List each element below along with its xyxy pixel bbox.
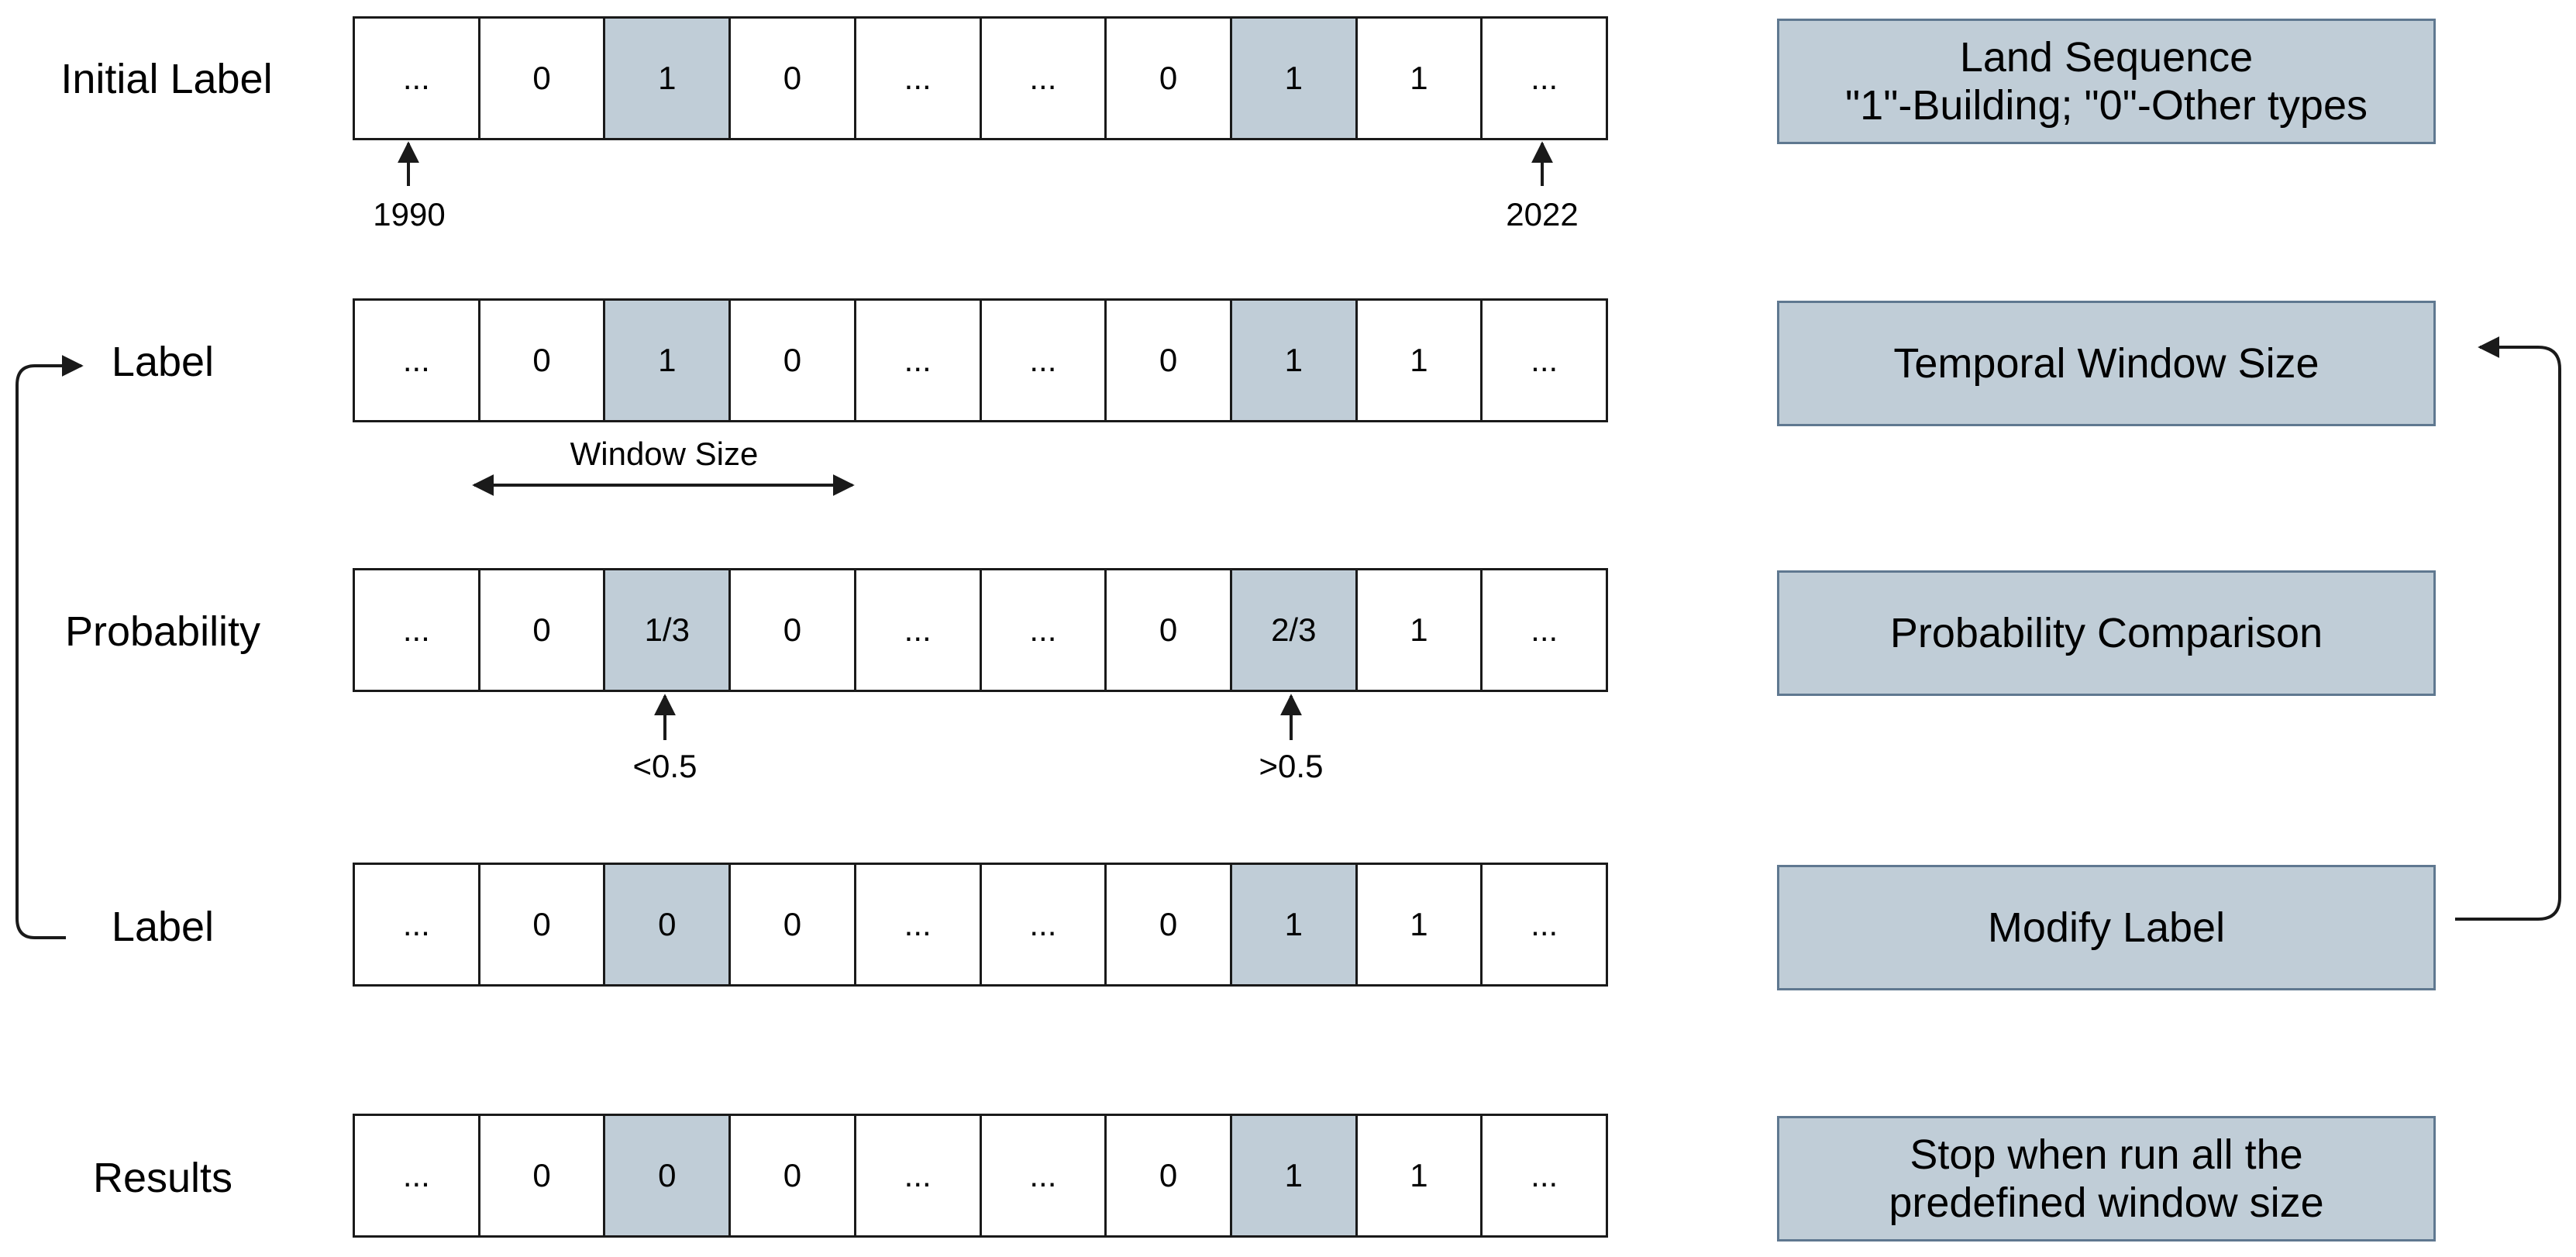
sequence-cell: 0 xyxy=(731,1116,856,1235)
sequence-cell: 0 xyxy=(480,865,606,984)
sequence-cell: ... xyxy=(856,570,982,690)
sequence-cell: ... xyxy=(982,865,1107,984)
sequence-cell: 1/3 xyxy=(605,570,732,690)
side-box-probability-comparison: Probability Comparison xyxy=(1777,570,2436,696)
side-box-temporal-window-size: Temporal Window Size xyxy=(1777,301,2436,426)
sequence-cell: ... xyxy=(982,570,1107,690)
sequence-cell: ... xyxy=(1531,342,1558,378)
sequence-cell: 0 xyxy=(731,865,856,984)
sequence-cell: 1 xyxy=(1358,19,1483,138)
sequence-cell: ... xyxy=(1531,60,1558,96)
window-size-label: Window Size xyxy=(570,436,759,472)
sequence-cell: 1 xyxy=(1358,301,1483,420)
sequence-cell: 0 xyxy=(1107,865,1232,984)
sequence-cell: ... xyxy=(856,865,982,984)
left-loop-arrow xyxy=(15,355,84,939)
sequence-cell: ... xyxy=(355,570,480,690)
sequence-cell: 0 xyxy=(731,301,856,420)
less-than-label: <0.5 xyxy=(632,748,697,784)
sequence-cell: 1 xyxy=(605,301,732,420)
side-box-land-sequence: Land Sequence "1"-Building; "0"-Other ty… xyxy=(1777,19,2436,144)
row-label-probability: Probability xyxy=(64,608,261,655)
sequence-cell: 0 xyxy=(605,1116,732,1235)
side-box-probability-comparison-text: Probability Comparison xyxy=(1889,610,2323,656)
sequence-cell: 1 xyxy=(1358,570,1483,690)
side-box-temporal-window-size-text: Temporal Window Size xyxy=(1893,340,2319,387)
side-box-stop-condition: Stop when run all the predefined window … xyxy=(1777,1116,2436,1242)
row-label-results: Results xyxy=(92,1155,233,1201)
sequence-cell: 0 xyxy=(731,570,856,690)
sequence-cell: 0 xyxy=(480,19,606,138)
end-year-label: 2022 xyxy=(1506,196,1579,232)
side-box-stop-condition-line-2: predefined window size xyxy=(1889,1180,2324,1226)
row-label-label-2: Label xyxy=(111,904,215,950)
sequence-cell: ... xyxy=(1531,1157,1558,1193)
side-box-modify-label: Modify Label xyxy=(1777,865,2436,990)
sequence-cell: 0 xyxy=(731,19,856,138)
start-year-label: 1990 xyxy=(373,196,446,232)
sequence-cell: ... xyxy=(856,301,982,420)
side-box-stop-condition-line-1: Stop when run all the xyxy=(1910,1131,2303,1178)
sequence-cell: 0 xyxy=(480,570,606,690)
sequence-cell: ... xyxy=(355,865,480,984)
sequence-cell: 1 xyxy=(1231,865,1358,984)
sequence-cell: 1 xyxy=(605,19,732,138)
sequence-cell: 0 xyxy=(605,865,732,984)
sequence-cell: 1 xyxy=(1358,1116,1483,1235)
sequence-cell: 0 xyxy=(1107,570,1232,690)
right-loop-arrow xyxy=(2455,336,2561,921)
row-label-initial: Initial Label xyxy=(60,56,273,102)
sequence-cell: ... xyxy=(355,19,480,138)
sequence-cell: 1 xyxy=(1231,19,1358,138)
sequence-cell: 0 xyxy=(480,1116,606,1235)
sequence-cell: 0 xyxy=(1107,301,1232,420)
sequence-cell: 0 xyxy=(1107,1116,1232,1235)
row-label-label-1: Label xyxy=(111,339,215,385)
sequence-cell: ... xyxy=(1531,906,1558,942)
sequence-cell: 0 xyxy=(1107,19,1232,138)
sequence-cell: ... xyxy=(355,1116,480,1235)
side-box-land-sequence-line-1: Land Sequence xyxy=(1959,34,2254,81)
sequence-cell: 1 xyxy=(1231,1116,1358,1235)
side-box-modify-label-text: Modify Label xyxy=(1987,904,2226,951)
sequence-cell: 1 xyxy=(1231,301,1358,420)
sequence-cell: ... xyxy=(1531,611,1558,648)
sequence-cell: 2/3 xyxy=(1231,570,1358,690)
sequence-cell: ... xyxy=(856,1116,982,1235)
sequence-cell: ... xyxy=(982,19,1107,138)
sequence-cell: ... xyxy=(355,301,480,420)
greater-than-label: >0.5 xyxy=(1259,748,1324,784)
sequence-cell: ... xyxy=(982,1116,1107,1235)
sequence-cell: ... xyxy=(856,19,982,138)
side-box-land-sequence-line-2: "1"-Building; "0"-Other types xyxy=(1845,82,2368,129)
sequence-cell: 1 xyxy=(1358,865,1483,984)
sequence-cell: ... xyxy=(982,301,1107,420)
sequence-cell: 0 xyxy=(480,301,606,420)
